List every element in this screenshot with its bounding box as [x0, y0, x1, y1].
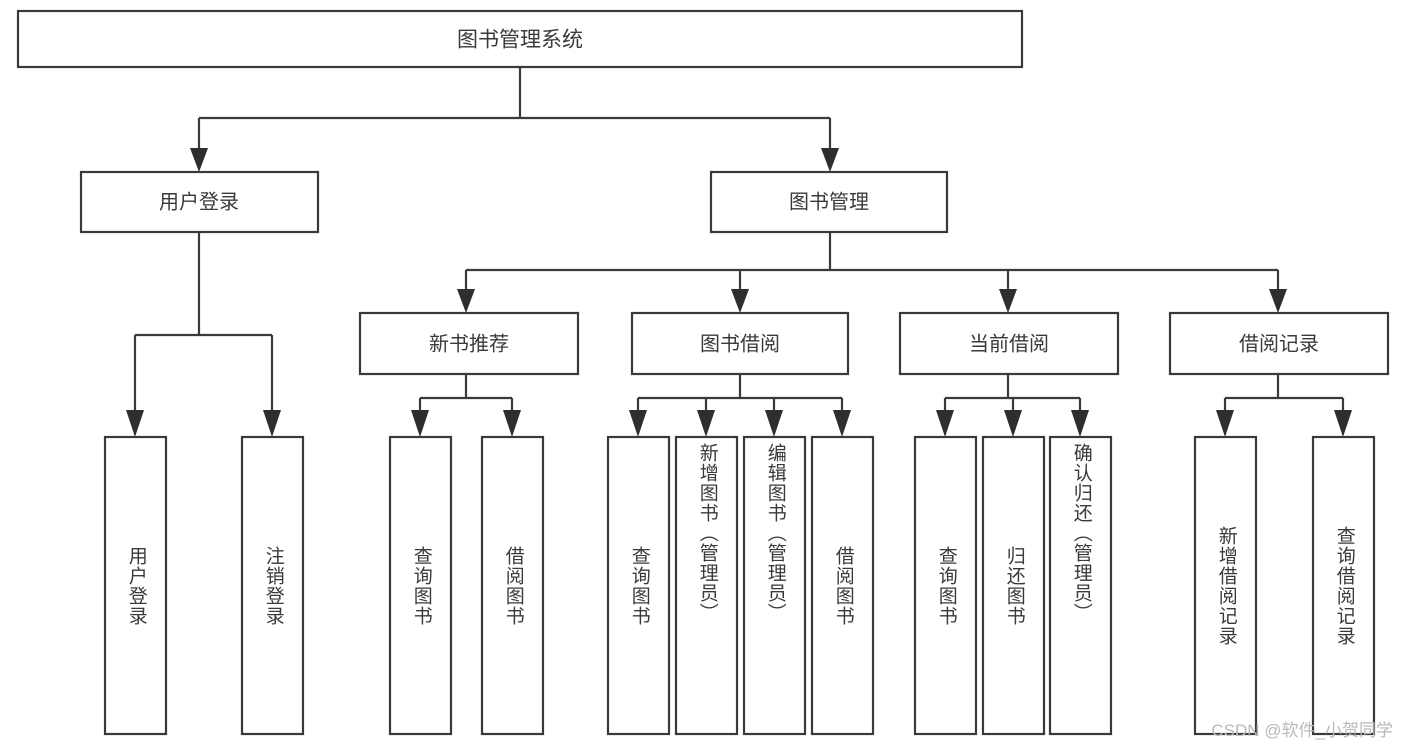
- arrowheads-layer: [126, 148, 1352, 437]
- arrow-icon-current-leaf-1: [936, 410, 954, 437]
- arrow-icon-user-login-leaf-1: [126, 410, 144, 437]
- arrow-icon-current-leaf-2: [1004, 410, 1022, 437]
- arrow-icon-borrow-leaf-1: [629, 410, 647, 437]
- arrow-icon-user-login-leaf-2: [263, 410, 281, 437]
- arrow-icon-to-records: [1269, 289, 1287, 313]
- leaf-box-current-confirm[interactable]: [1048, 435, 1113, 736]
- arrow-icon-records-leaf-1: [1216, 410, 1234, 437]
- node-book-mgmt-box[interactable]: [709, 170, 949, 234]
- node-book-mgmt-label: 图书管理: [789, 190, 869, 213]
- arrow-icon-to-user-login: [190, 148, 208, 172]
- arrow-icon-borrow-leaf-2: [697, 410, 715, 437]
- arrow-icon-to-new-books: [457, 289, 475, 313]
- node-records-box[interactable]: [1168, 311, 1390, 376]
- arrow-icon-to-borrow: [731, 289, 749, 313]
- leaf-box-logout[interactable]: [240, 435, 305, 736]
- leaf-box-borrow-edit[interactable]: [742, 435, 807, 736]
- leaf-box-records-query[interactable]: [1311, 435, 1376, 736]
- node-root-label: 图书管理系统: [457, 29, 583, 52]
- node-records-label: 借阅记录: [1239, 332, 1319, 355]
- arrow-icon-records-leaf-2: [1334, 410, 1352, 437]
- arrow-icon-to-current: [999, 289, 1017, 313]
- node-borrow-label: 图书借阅: [700, 332, 780, 355]
- leaf-box-user-login[interactable]: [103, 435, 168, 736]
- node-user-login-box[interactable]: [79, 170, 320, 234]
- node-user-login-label: 用户登录: [159, 190, 239, 213]
- leaf-box-current-query[interactable]: [913, 435, 978, 736]
- arrow-icon-current-leaf-3: [1071, 410, 1089, 437]
- node-current-label: 当前借阅: [969, 332, 1049, 355]
- leaf-box-records-add[interactable]: [1193, 435, 1258, 736]
- arrow-icon-to-book-mgmt: [821, 148, 839, 172]
- leaves-layer: [103, 435, 1376, 736]
- leaf-box-borrow-add[interactable]: [674, 435, 739, 736]
- node-borrow-box[interactable]: [630, 311, 850, 376]
- node-root-box[interactable]: [16, 9, 1024, 69]
- nodes-layer: 图书管理系统 用户登录 图书管理 新书推荐 图书借阅 当前借阅 借阅记录: [16, 9, 1390, 376]
- leaf-box-borrow-lend[interactable]: [810, 435, 875, 736]
- leaf-box-new-books-query[interactable]: [388, 435, 453, 736]
- leaf-box-new-books-borrow[interactable]: [480, 435, 545, 736]
- node-new-books-label: 新书推荐: [429, 332, 509, 355]
- leaf-box-borrow-query[interactable]: [606, 435, 671, 736]
- arrow-icon-new-books-leaf-1: [411, 410, 429, 437]
- arrow-icon-borrow-leaf-4: [833, 410, 851, 437]
- arrow-icon-new-books-leaf-2: [503, 410, 521, 437]
- arrow-icon-borrow-leaf-3: [765, 410, 783, 437]
- leaf-box-current-return[interactable]: [981, 435, 1046, 736]
- node-new-books-box[interactable]: [358, 311, 580, 376]
- node-current-box[interactable]: [898, 311, 1120, 376]
